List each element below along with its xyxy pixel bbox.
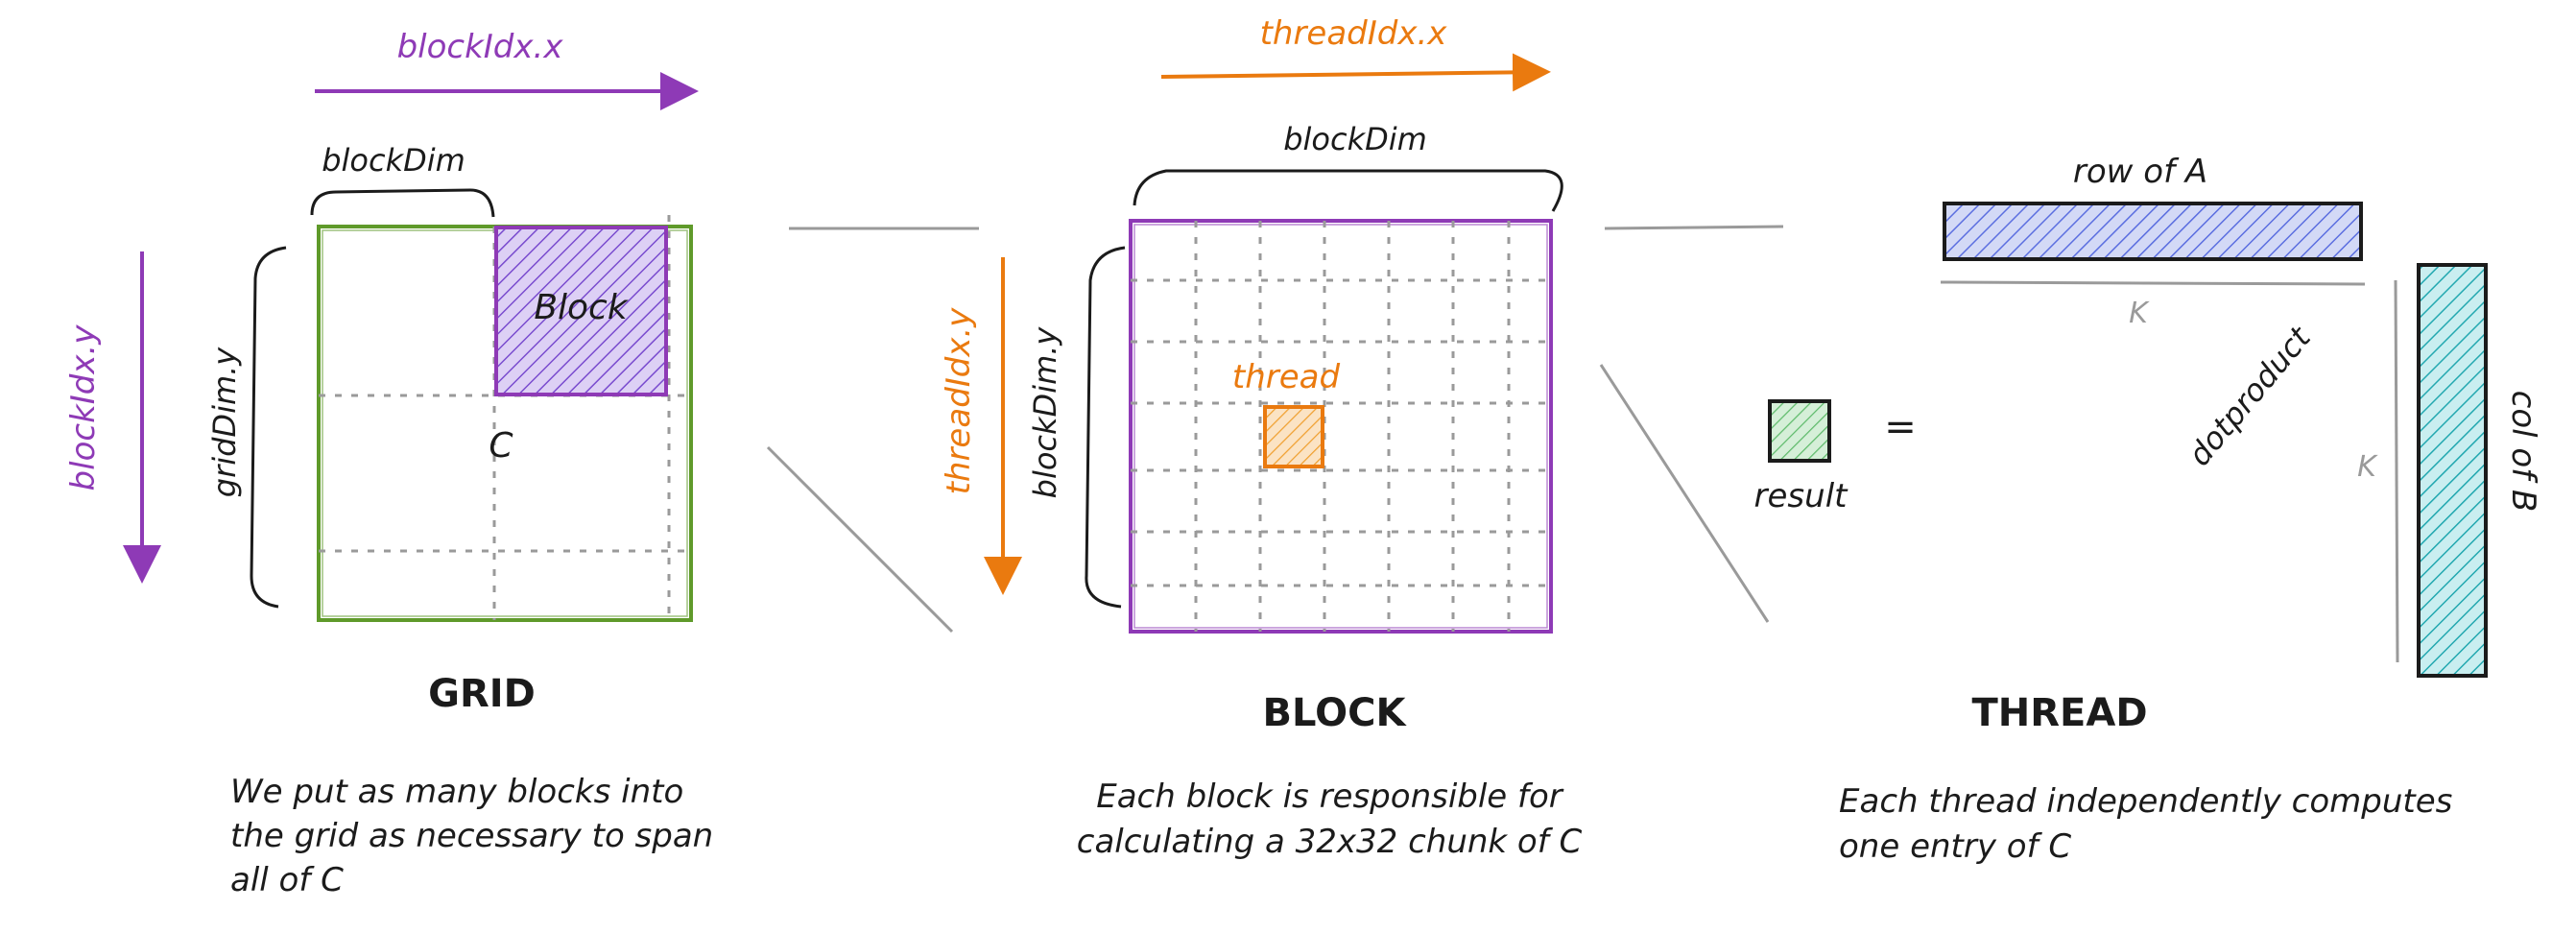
- threadidx-y-label: threadIdx.y: [940, 307, 978, 495]
- block-matrix: [1129, 219, 1553, 634]
- col-k-bar: [2394, 279, 2399, 663]
- dotproduct-label: dotproduct: [2181, 319, 2318, 473]
- col-k-label: K: [2357, 450, 2378, 484]
- griddim-y-label: gridDim.y: [206, 347, 243, 498]
- block-caption-line-2: calculating a 32x32 chunk of C: [1077, 823, 1583, 861]
- grid-block-label: Block: [534, 288, 630, 327]
- thread-highlight: [1263, 405, 1324, 468]
- block-to-thread-connector: [1599, 225, 1784, 623]
- thread-section: row of A K K col of B dotproduct = resul…: [1754, 153, 2542, 866]
- thread-caption-line-2: one entry of C: [1839, 827, 2071, 866]
- grid-caption-line-2: the grid as necessary to span: [230, 817, 713, 855]
- grid-blockdim-brace: [310, 188, 495, 218]
- col-of-b: [2417, 263, 2488, 678]
- block-section: threadIdx.x threadIdx.y blockDim blockDi…: [940, 14, 1582, 861]
- block-title: BLOCK: [1263, 691, 1408, 735]
- thread-caption-line-1: Each thread independently computes: [1839, 782, 2452, 821]
- grid-matrix-c-label: C: [489, 426, 513, 466]
- blockdim-y-brace: [1085, 246, 1126, 609]
- grid-blockdim-label: blockDim: [322, 142, 465, 179]
- threadidx-x-label: threadIdx.x: [1260, 14, 1448, 53]
- col-of-b-label: col of B: [2504, 391, 2542, 513]
- block-caption-line-1: Each block is responsible for: [1096, 778, 1564, 816]
- thread-label: thread: [1232, 358, 1341, 396]
- grid-caption-line-3: all of C: [230, 861, 344, 899]
- grid-caption: We put as many blocks into the grid as n…: [230, 773, 713, 899]
- grid-section: blockIdx.x blockIdx.y blockDim gridDim.y…: [64, 28, 713, 899]
- threadidx-x-arrow: [1160, 53, 1551, 92]
- grid-title: GRID: [428, 672, 536, 716]
- blockidx-y-label: blockIdx.y: [64, 324, 103, 491]
- block-caption: Each block is responsible for calculatin…: [1077, 778, 1583, 861]
- row-of-a: [1943, 202, 2363, 261]
- grid-block-highlight: [494, 226, 668, 396]
- thread-title: THREAD: [1971, 691, 2147, 735]
- blockdim-y-label: blockDim.y: [1027, 326, 1063, 499]
- grid-to-block-connector: [766, 227, 979, 634]
- griddim-y-brace: [250, 246, 287, 609]
- result-label: result: [1754, 477, 1849, 515]
- thread-caption: Each thread independently computes one e…: [1839, 782, 2452, 866]
- blockidx-x-label: blockIdx.x: [397, 28, 564, 66]
- grid-caption-line-1: We put as many blocks into: [230, 773, 683, 811]
- block-blockdim-label: blockDim: [1283, 121, 1427, 157]
- row-of-a-label: row of A: [2073, 153, 2207, 191]
- row-k-label: K: [2129, 297, 2150, 330]
- block-blockdim-brace: [1133, 169, 1563, 212]
- equals-sign: =: [1884, 405, 1917, 449]
- block-dashed-lines: [1131, 221, 1551, 632]
- result-cell: [1768, 399, 1831, 463]
- row-k-bar: [1940, 280, 2366, 286]
